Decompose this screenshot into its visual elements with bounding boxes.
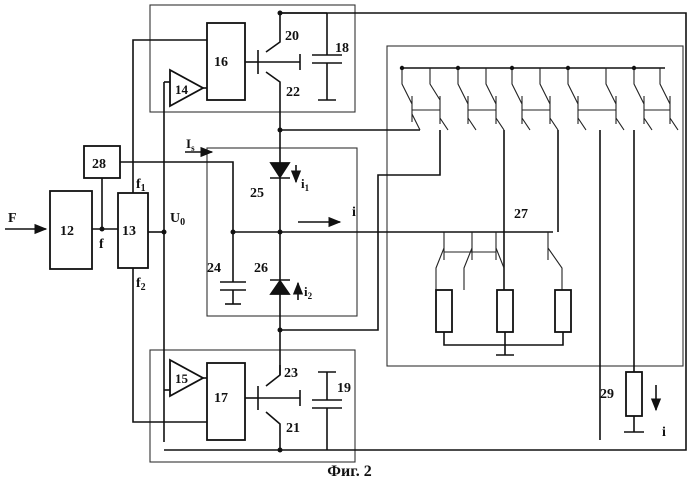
- resistor-29: [626, 372, 642, 416]
- mirror-node-c: [510, 66, 514, 70]
- diode-25: [271, 163, 289, 177]
- label-amp-15: 15: [175, 371, 189, 386]
- switch-22: [266, 72, 280, 93]
- label-cap-18: 18: [335, 41, 349, 56]
- mirror-lower-transistors: [436, 232, 562, 290]
- node-U0: [162, 230, 167, 235]
- label-block-28: 28: [92, 157, 106, 172]
- resistor-b: [497, 290, 513, 332]
- label-switch-22: 22: [286, 85, 300, 100]
- label-block-13: 13: [122, 224, 136, 239]
- switch-21: [266, 412, 280, 436]
- label-f2: f2: [136, 276, 146, 293]
- mirror-node-a: [400, 66, 404, 70]
- node-cap24: [231, 230, 236, 235]
- label-mirror-27: 27: [514, 207, 528, 222]
- label-i-mid: i: [352, 205, 356, 220]
- label-i1: i1: [301, 176, 310, 193]
- node-bottom: [278, 448, 283, 453]
- label-switch-20: 20: [285, 29, 299, 44]
- switch-20: [266, 30, 280, 52]
- label-i-out: i: [662, 425, 666, 440]
- label-block-16: 16: [214, 55, 228, 70]
- label-cap-24: 24: [207, 261, 221, 276]
- resistor-a: [436, 290, 452, 332]
- mirror-node-e: [632, 66, 636, 70]
- label-res-29: 29: [600, 387, 614, 402]
- diode-26: [271, 281, 289, 294]
- label-diode-26: 26: [254, 261, 268, 276]
- label-f1: f1: [136, 177, 146, 194]
- label-diode-25: 25: [250, 186, 264, 201]
- mirror-node-b: [456, 66, 460, 70]
- label-switch-21: 21: [286, 421, 300, 436]
- label-freq-f: f: [99, 237, 104, 252]
- label-U0: U0: [170, 211, 185, 228]
- mirror-node-d: [566, 66, 570, 70]
- resistor-c: [555, 290, 571, 332]
- label-block-17: 17: [214, 391, 228, 406]
- mirror-upper-transistors: [402, 68, 678, 130]
- resistor-ground-rail: [444, 332, 563, 355]
- wire-f1: [133, 40, 207, 193]
- label-amp-14: 14: [175, 82, 189, 97]
- label-input-F: F: [8, 211, 17, 226]
- wire-d26-to-mirror: [280, 130, 440, 330]
- label-Is: Is: [186, 136, 195, 153]
- switch-23: [266, 365, 280, 386]
- label-switch-23: 23: [284, 366, 298, 381]
- label-block-12: 12: [60, 224, 74, 239]
- label-i2: i2: [304, 284, 313, 301]
- label-cap-19: 19: [337, 381, 351, 396]
- node-top: [278, 11, 283, 16]
- figure-caption: Фиг. 2: [0, 463, 699, 481]
